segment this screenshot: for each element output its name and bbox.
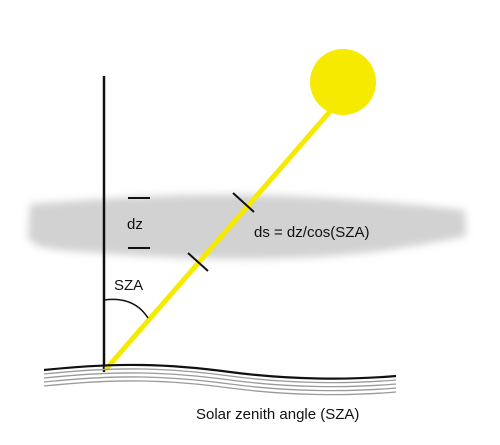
sza-angle-arc	[103, 298, 149, 319]
sza-angle-label: SZA	[114, 277, 144, 294]
ground-line-4	[43, 380, 397, 396]
ds-top-tick	[232, 192, 255, 213]
ds-bottom-tick	[187, 252, 209, 272]
sun-ray	[104, 105, 336, 371]
dz-label: dz	[127, 216, 143, 233]
ground-line-3	[43, 376, 397, 392]
ground-surface	[43, 363, 397, 396]
ground-top-line	[43, 363, 397, 380]
atmospheric-layer	[28, 194, 466, 259]
ground-line-1	[43, 368, 397, 384]
cloud-band	[28, 194, 466, 259]
ds-formula-label: ds = dz/cos(SZA)	[254, 224, 370, 241]
ground-line-2	[43, 372, 397, 388]
sun-icon	[310, 49, 376, 115]
diagram-caption: Solar zenith angle (SZA)	[196, 406, 360, 423]
